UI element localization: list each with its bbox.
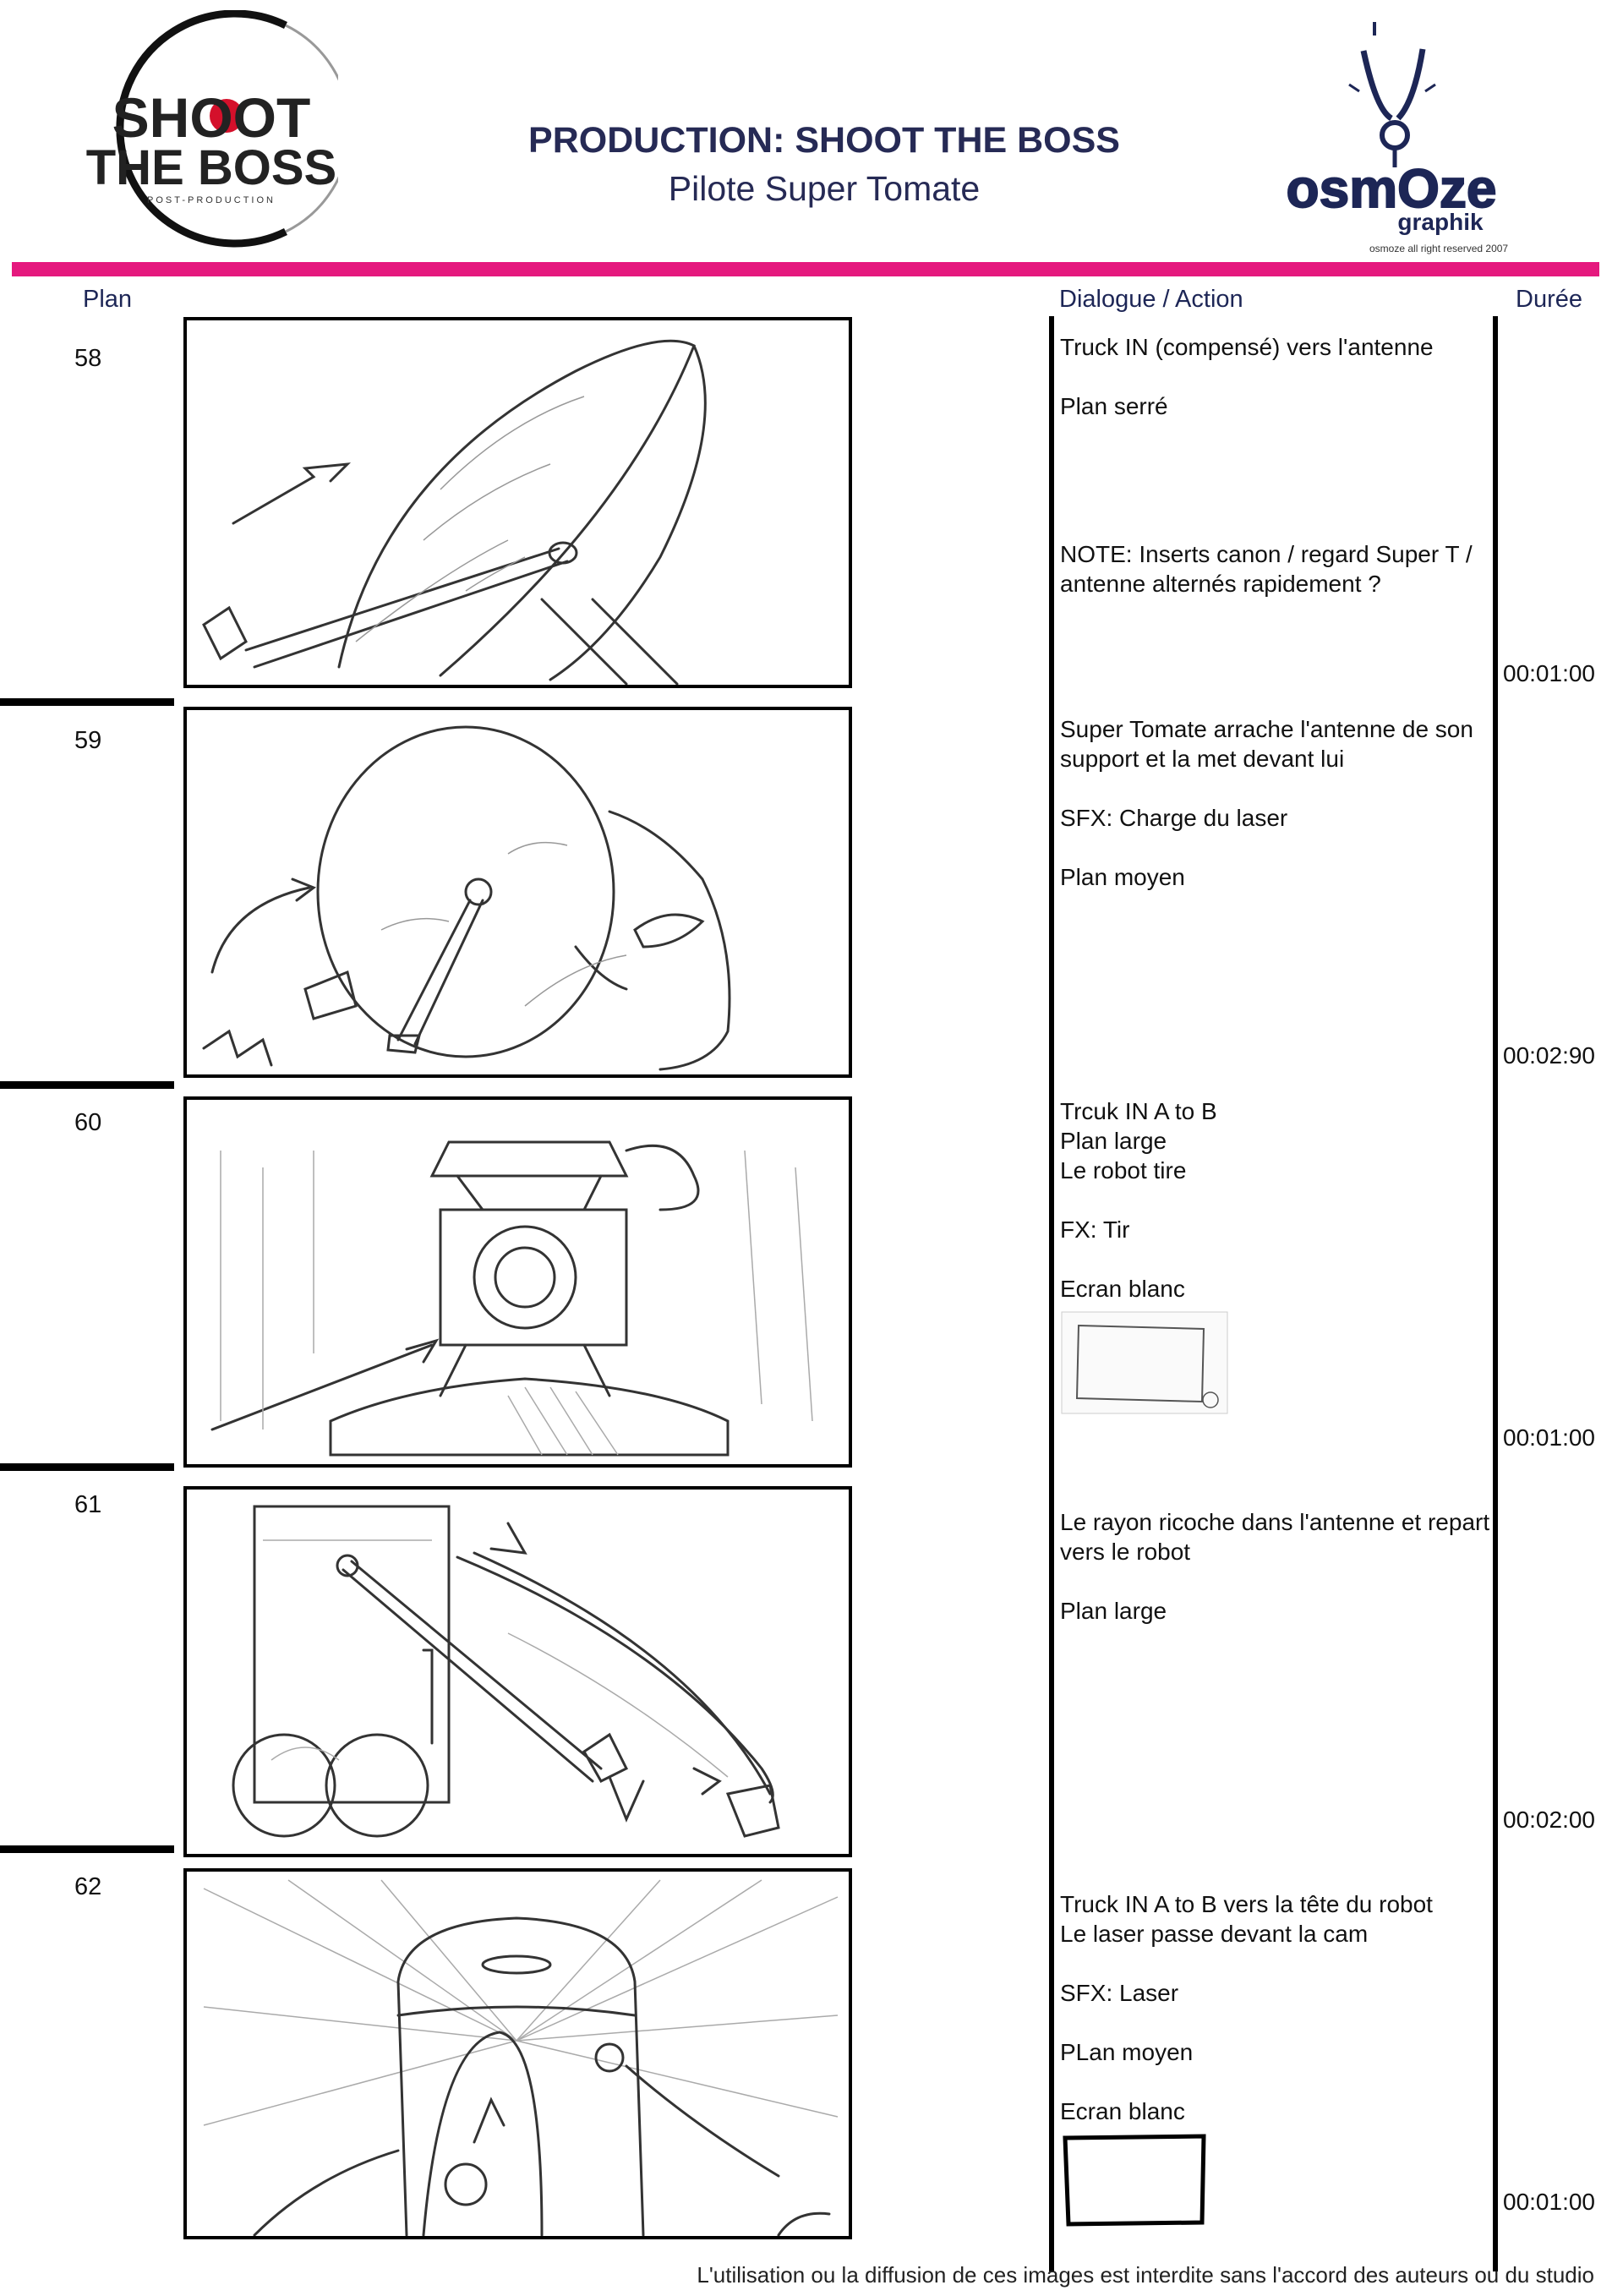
blank-screen-thumbnail [1060,1310,1229,1415]
plan-number: 61 [74,1491,102,1518]
storyboard-panel-62 [183,1868,852,2239]
column-divider-right [1493,316,1498,2271]
page-subtitle: Pilote Super Tomate [668,169,981,208]
shot-duration: 00:01:00 [1503,660,1595,686]
dialogue-line: PLan moyen [1060,2039,1194,2065]
shot-duration: 00:01:00 [1503,1424,1595,1451]
row-separator [0,1081,174,1089]
storyboard-panel-59 [183,707,852,1078]
shot-62-dialogue: Truck IN A to B vers la tête du robot Le… [1060,1889,1495,2228]
dialogue-line: Plan moyen [1060,864,1185,890]
page-title: PRODUCTION: SHOOT THE BOSS [528,120,1120,161]
dialogue-line: NOTE: Inserts canon / regard Super T / a… [1060,541,1473,597]
plan-number: 60 [74,1109,102,1136]
column-header-plan: Plan [83,286,133,313]
dialogue-line: Ecran blanc [1060,1276,1185,1302]
osmoze-graphik-logo: osmOze graphik [1275,17,1508,237]
dialogue-line: Trcuk IN A to B [1060,1098,1217,1124]
shot-61-dialogue: Le rayon ricoche dans l'antenne et repar… [1060,1507,1495,1626]
logo-right-line-1: osmOze [1287,158,1497,219]
dialogue-line: Le rayon ricoche dans l'antenne et repar… [1060,1509,1490,1565]
logo-left-line-1: SHOOT [112,86,311,149]
logo-left-line-3: POST-PRODUCTION [147,195,276,205]
copyright-footer: L'utilisation ou la diffusion de ces ima… [697,2262,1594,2288]
dialogue-line: Le laser passe devant la cam [1060,1921,1369,1947]
row-separator [0,698,174,706]
dialogue-line: SFX: Laser [1060,1980,1179,2006]
shot-duration: 00:02:90 [1503,1042,1595,1069]
column-header-dialogue: Dialogue [1059,286,1156,313]
dialogue-line: Plan large [1060,1128,1167,1154]
shot-60-dialogue: Trcuk IN A to B Plan large Le robot tire… [1060,1096,1495,1415]
dialogue-line: Plan serré [1060,393,1168,419]
dialogue-line: FX: Tir [1060,1216,1130,1243]
blank-screen-thumbnail [1060,2133,1209,2228]
plan-number: 62 [74,1873,102,1900]
dialogue-line: Truck IN (compensé) vers l'antenne [1060,334,1434,360]
storyboard-panel-61 [183,1486,852,1857]
dialogue-line: SFX: Charge du laser [1060,805,1288,831]
dialogue-line: Truck IN A to B vers la tête du robot [1060,1891,1433,1917]
dialogue-line: Super Tomate arrache l'antenne de son su… [1060,716,1473,772]
rights-notice: osmoze all right reserved 2007 [1369,243,1509,254]
storyboard-panel-58 [183,317,852,688]
shot-duration: 00:02:00 [1503,1807,1595,1833]
logo-right-line-2: graphik [1397,209,1484,235]
logo-left-line-2: THE BOSS [86,140,337,195]
column-header-action: / Action [1162,286,1243,313]
storyboard-panel-60 [183,1096,852,1468]
header-divider [12,262,1599,276]
shot-58-dialogue: Truck IN (compensé) vers l'antenne Plan … [1060,332,1495,599]
row-separator [0,1463,174,1471]
dialogue-line: Ecran blanc [1060,2098,1185,2124]
shot-duration: 00:01:00 [1503,2189,1595,2215]
dialogue-line: Le robot tire [1060,1157,1187,1184]
column-divider-left [1049,316,1054,2271]
row-separator [0,1845,174,1853]
dialogue-line: Plan large [1060,1598,1167,1624]
column-header-duree: Durée [1516,286,1582,313]
plan-number: 59 [74,727,102,754]
plan-number: 58 [74,345,102,372]
shot-59-dialogue: Super Tomate arrache l'antenne de son su… [1060,714,1495,892]
column-header-dialogue-action: Dialogue / Action [1059,286,1243,314]
shoot-the-boss-logo: SHOOT THE BOSS POST-PRODUCTION [85,9,352,249]
